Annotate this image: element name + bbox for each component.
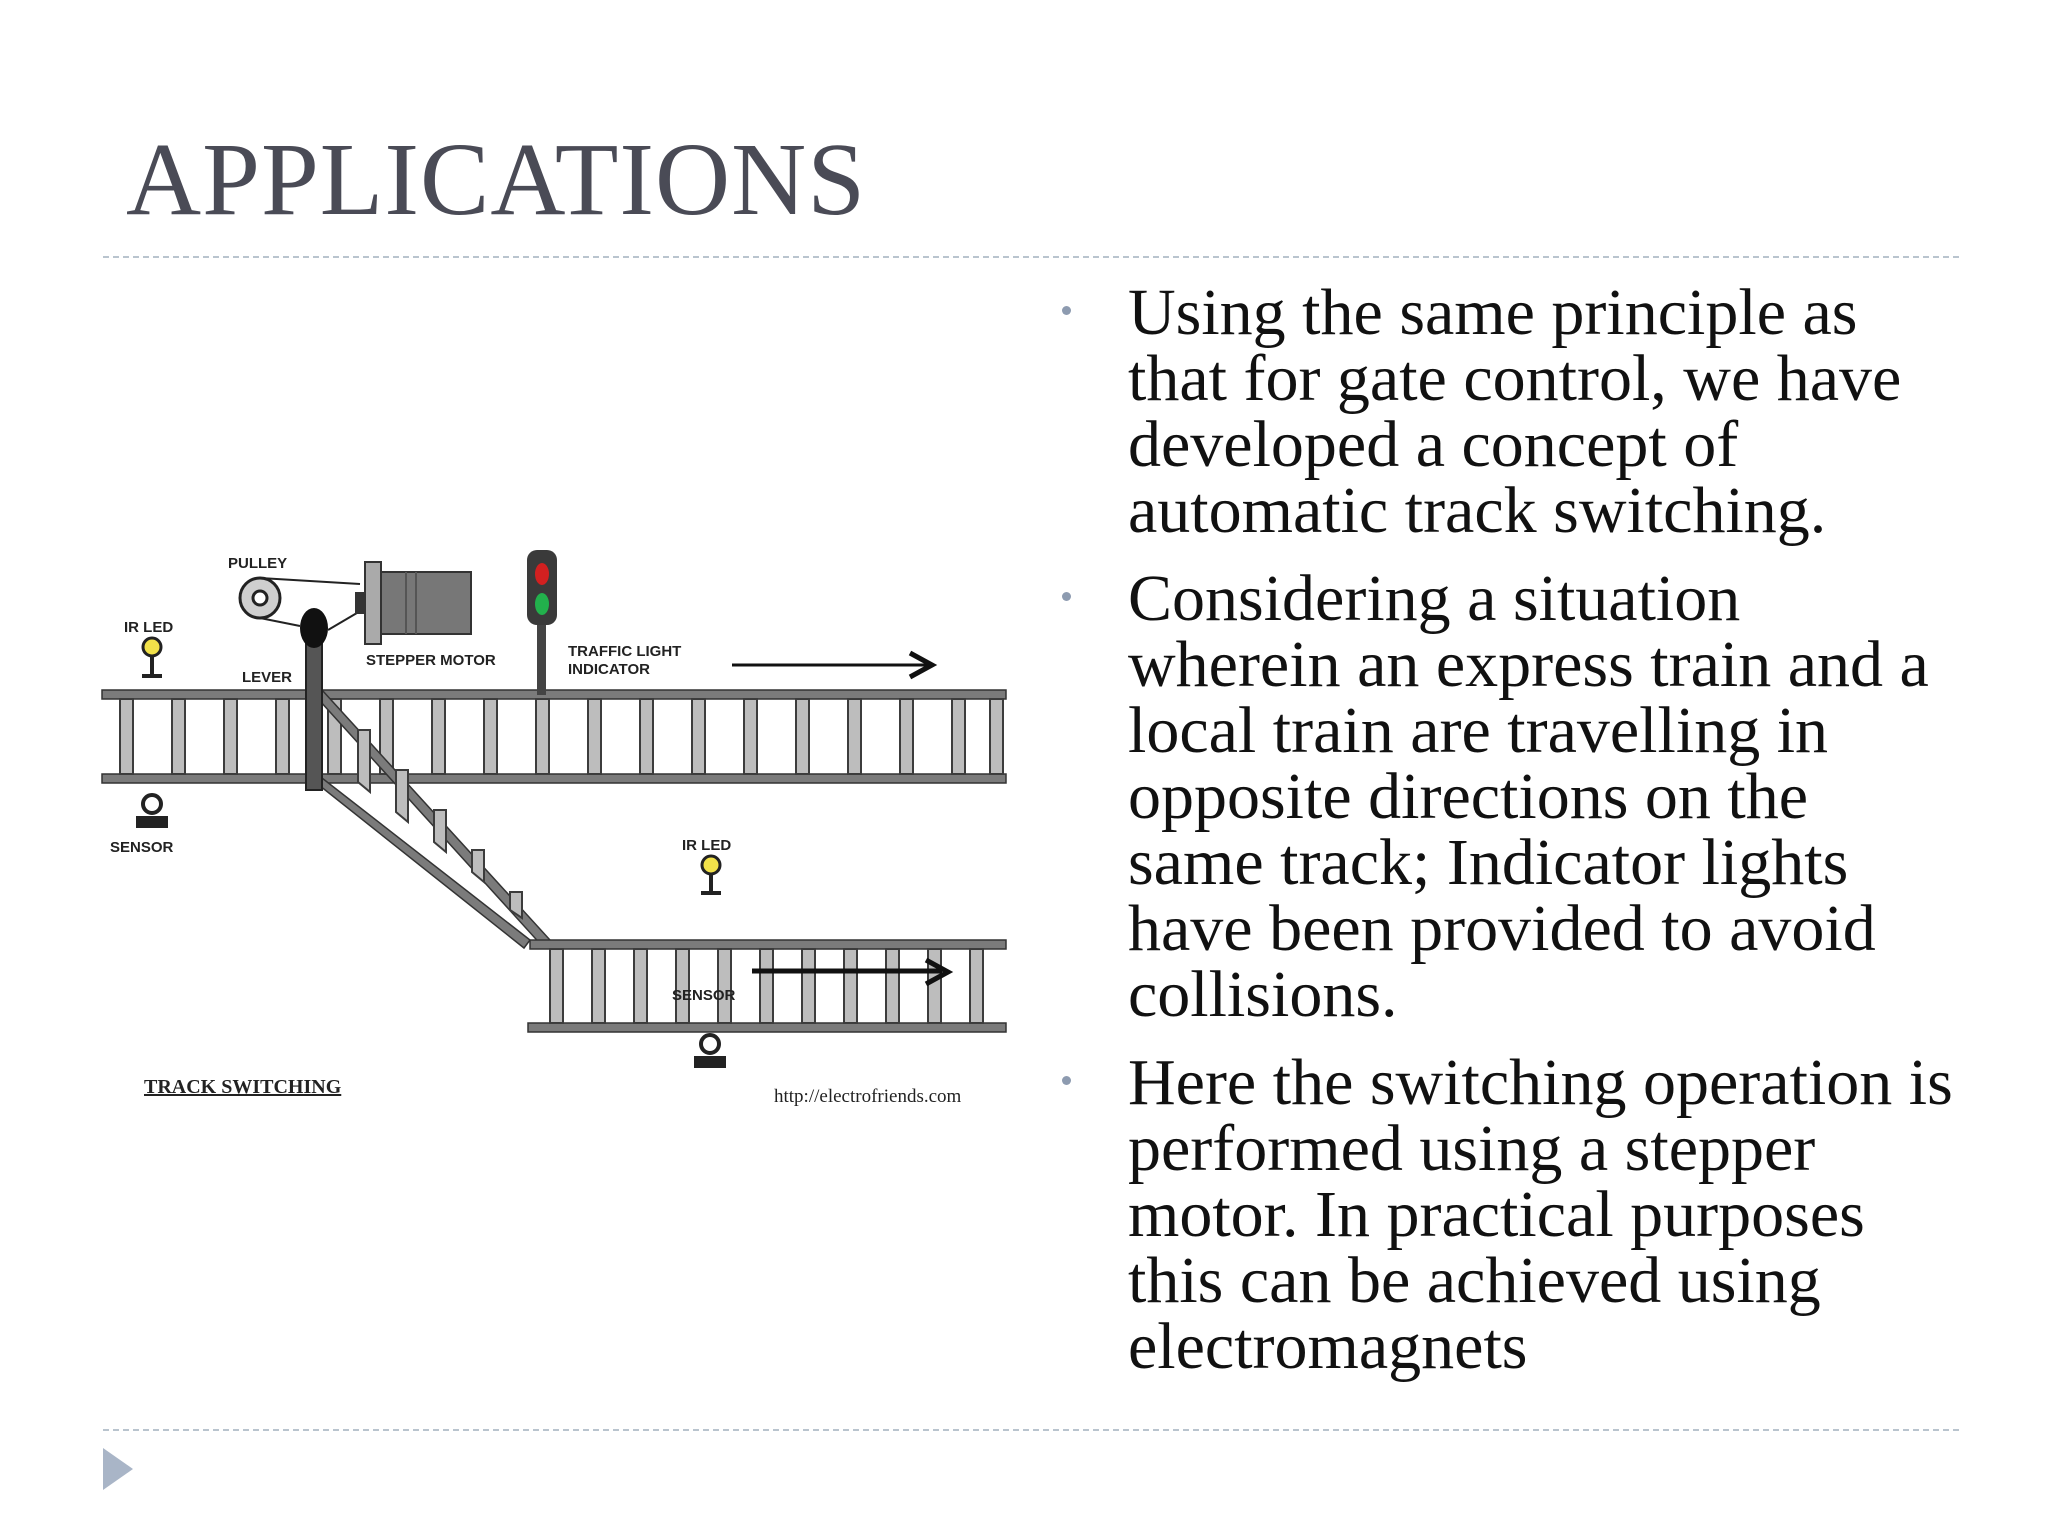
diagram-source: http://electrofriends.com bbox=[774, 1086, 962, 1107]
label-traffic-light-2: INDICATOR bbox=[568, 661, 650, 678]
label-sensor-bottom: SENSOR bbox=[672, 987, 736, 1004]
track-switching-diagram: PULLEY IR LED LEVER STEPPER MOTOR TRAFFI… bbox=[100, 520, 1018, 1120]
upper-track bbox=[101, 689, 1007, 784]
bullet-text: Here the switching operation is performe… bbox=[1128, 1046, 1953, 1383]
bullet-text: Considering a situation wherein an expre… bbox=[1128, 562, 1929, 1031]
top-divider bbox=[103, 256, 1959, 258]
traffic-light bbox=[527, 550, 557, 695]
sensor-bottom bbox=[694, 1033, 726, 1068]
label-sensor-left: SENSOR bbox=[110, 839, 174, 856]
lever bbox=[300, 608, 328, 791]
round-bullet-icon bbox=[1062, 1076, 1071, 1085]
lower-arrow bbox=[752, 957, 954, 987]
label-pulley: PULLEY bbox=[228, 555, 287, 572]
bullet-item: Considering a situation wherein an expre… bbox=[1060, 566, 1960, 1028]
bottom-divider bbox=[103, 1429, 1959, 1431]
bullet-text: Using the same principle as that for gat… bbox=[1128, 276, 1902, 547]
round-bullet-icon bbox=[1062, 306, 1071, 315]
stepper-motor bbox=[355, 561, 472, 645]
triangle-right-icon[interactable] bbox=[103, 1448, 133, 1490]
ir-led-top bbox=[141, 636, 163, 678]
direction-arrow-top bbox=[732, 650, 938, 680]
pulley bbox=[238, 576, 363, 631]
bullet-item: Using the same principle as that for gat… bbox=[1060, 280, 1960, 544]
sensor-left bbox=[136, 793, 168, 828]
label-ir-led-mid: IR LED bbox=[682, 837, 731, 854]
label-stepper-motor: STEPPER MOTOR bbox=[366, 652, 496, 669]
label-lever: LEVER bbox=[242, 669, 292, 686]
bullet-item: Here the switching operation is performe… bbox=[1060, 1050, 1960, 1380]
label-traffic-light-1: TRAFFIC LIGHT bbox=[568, 643, 681, 660]
round-bullet-icon bbox=[1062, 592, 1071, 601]
ir-led-mid bbox=[700, 854, 722, 895]
branch-track bbox=[307, 689, 1007, 1033]
bullet-list: Using the same principle as that for gat… bbox=[1060, 280, 1960, 1402]
slide-title: APPLICATIONS bbox=[126, 122, 867, 237]
label-ir-led-top: IR LED bbox=[124, 619, 173, 636]
diagram-caption: TRACK SWITCHING bbox=[144, 1076, 342, 1098]
